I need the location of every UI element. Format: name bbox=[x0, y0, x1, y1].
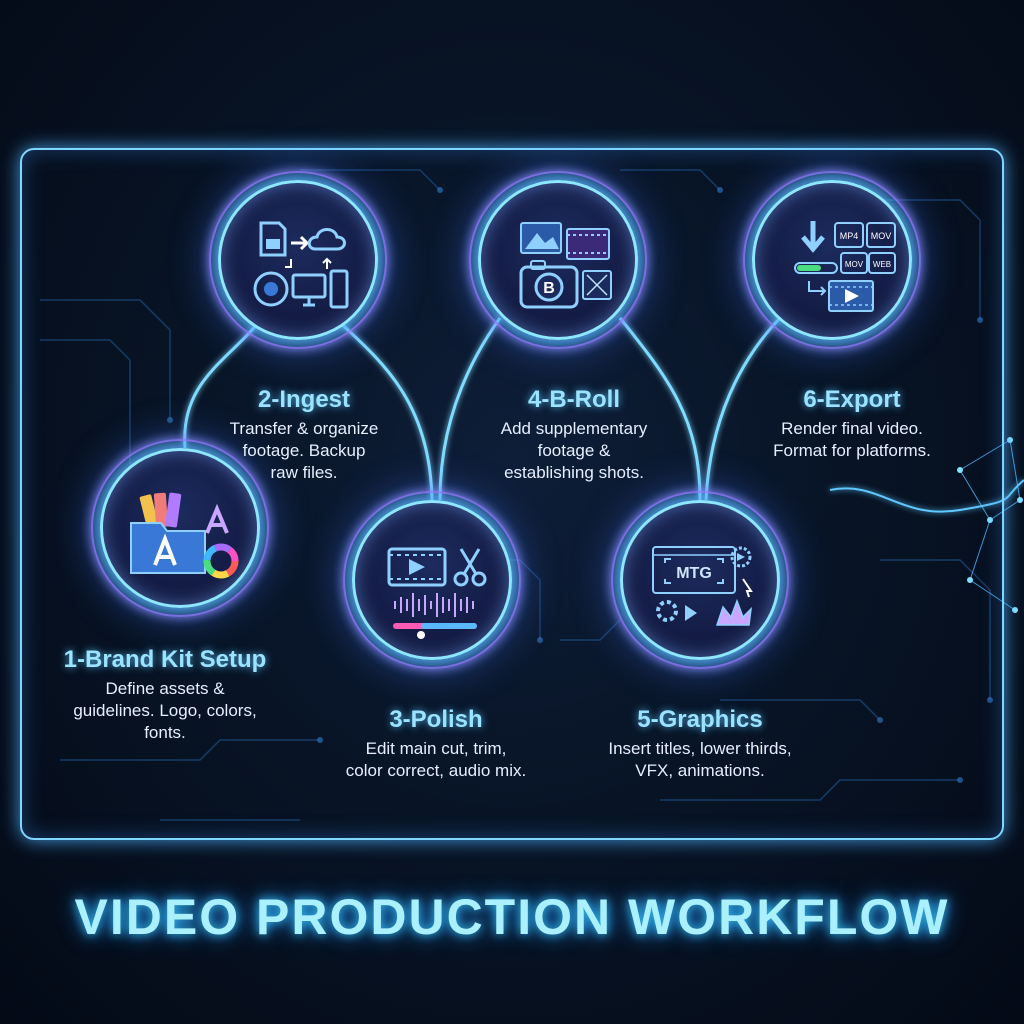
step-5-desc: Insert titles, lower thirds, VFX, animat… bbox=[608, 739, 792, 780]
step-1-node[interactable] bbox=[91, 439, 269, 617]
graphics-icon: MTG bbox=[652, 546, 753, 626]
step-4-desc: Add supplementary footage & establishing… bbox=[500, 419, 648, 482]
step-5-node[interactable]: MTG bbox=[611, 491, 789, 669]
format-mov-1: MOV bbox=[871, 231, 892, 241]
graphics-label: MTG bbox=[676, 565, 712, 582]
step-2-desc: Transfer & organize footage. Backup raw … bbox=[229, 419, 379, 482]
step-2-node[interactable] bbox=[209, 171, 387, 349]
connector-5-6 bbox=[704, 316, 782, 501]
step-3-title: 3-Polish bbox=[389, 706, 483, 733]
step-5-title: 5-Graphics bbox=[637, 706, 763, 733]
connector-2-3 bbox=[333, 316, 434, 501]
format-web: WEB bbox=[873, 260, 891, 269]
b-roll-icon: B bbox=[519, 222, 612, 309]
step-6-desc: Render final video. Format for platforms… bbox=[773, 419, 931, 460]
step-1-desc: Define assets & guidelines. Logo, colors… bbox=[73, 679, 257, 742]
step-6-node[interactable]: MP4 MOV MOV WEB bbox=[743, 171, 921, 349]
ingest-icon bbox=[253, 221, 349, 309]
brand-kit-icon bbox=[130, 492, 239, 579]
polish-icon bbox=[387, 547, 487, 639]
step-1-title: 1-Brand Kit Setup bbox=[63, 646, 267, 673]
network-decoration bbox=[959, 439, 1021, 611]
step-4-node[interactable]: B bbox=[469, 171, 647, 349]
export-icon: MP4 MOV MOV WEB bbox=[794, 221, 896, 312]
b-roll-badge: B bbox=[543, 280, 555, 297]
step-3-desc: Edit main cut, trim, color correct, audi… bbox=[345, 739, 527, 780]
workflow-panel bbox=[20, 148, 1004, 840]
step-6-title: 6-Export bbox=[803, 386, 901, 413]
page-title: VIDEO PRODUCTION WORKFLOW bbox=[74, 889, 950, 945]
connector-4-5 bbox=[618, 317, 702, 501]
connector-3-4 bbox=[438, 317, 502, 501]
step-4-title: 4-B-Roll bbox=[528, 386, 620, 413]
step-3-node[interactable] bbox=[343, 491, 521, 669]
step-2-title: 2-Ingest bbox=[257, 386, 350, 413]
format-mov-2: MOV bbox=[845, 260, 864, 269]
format-mp4: MP4 bbox=[840, 231, 859, 241]
